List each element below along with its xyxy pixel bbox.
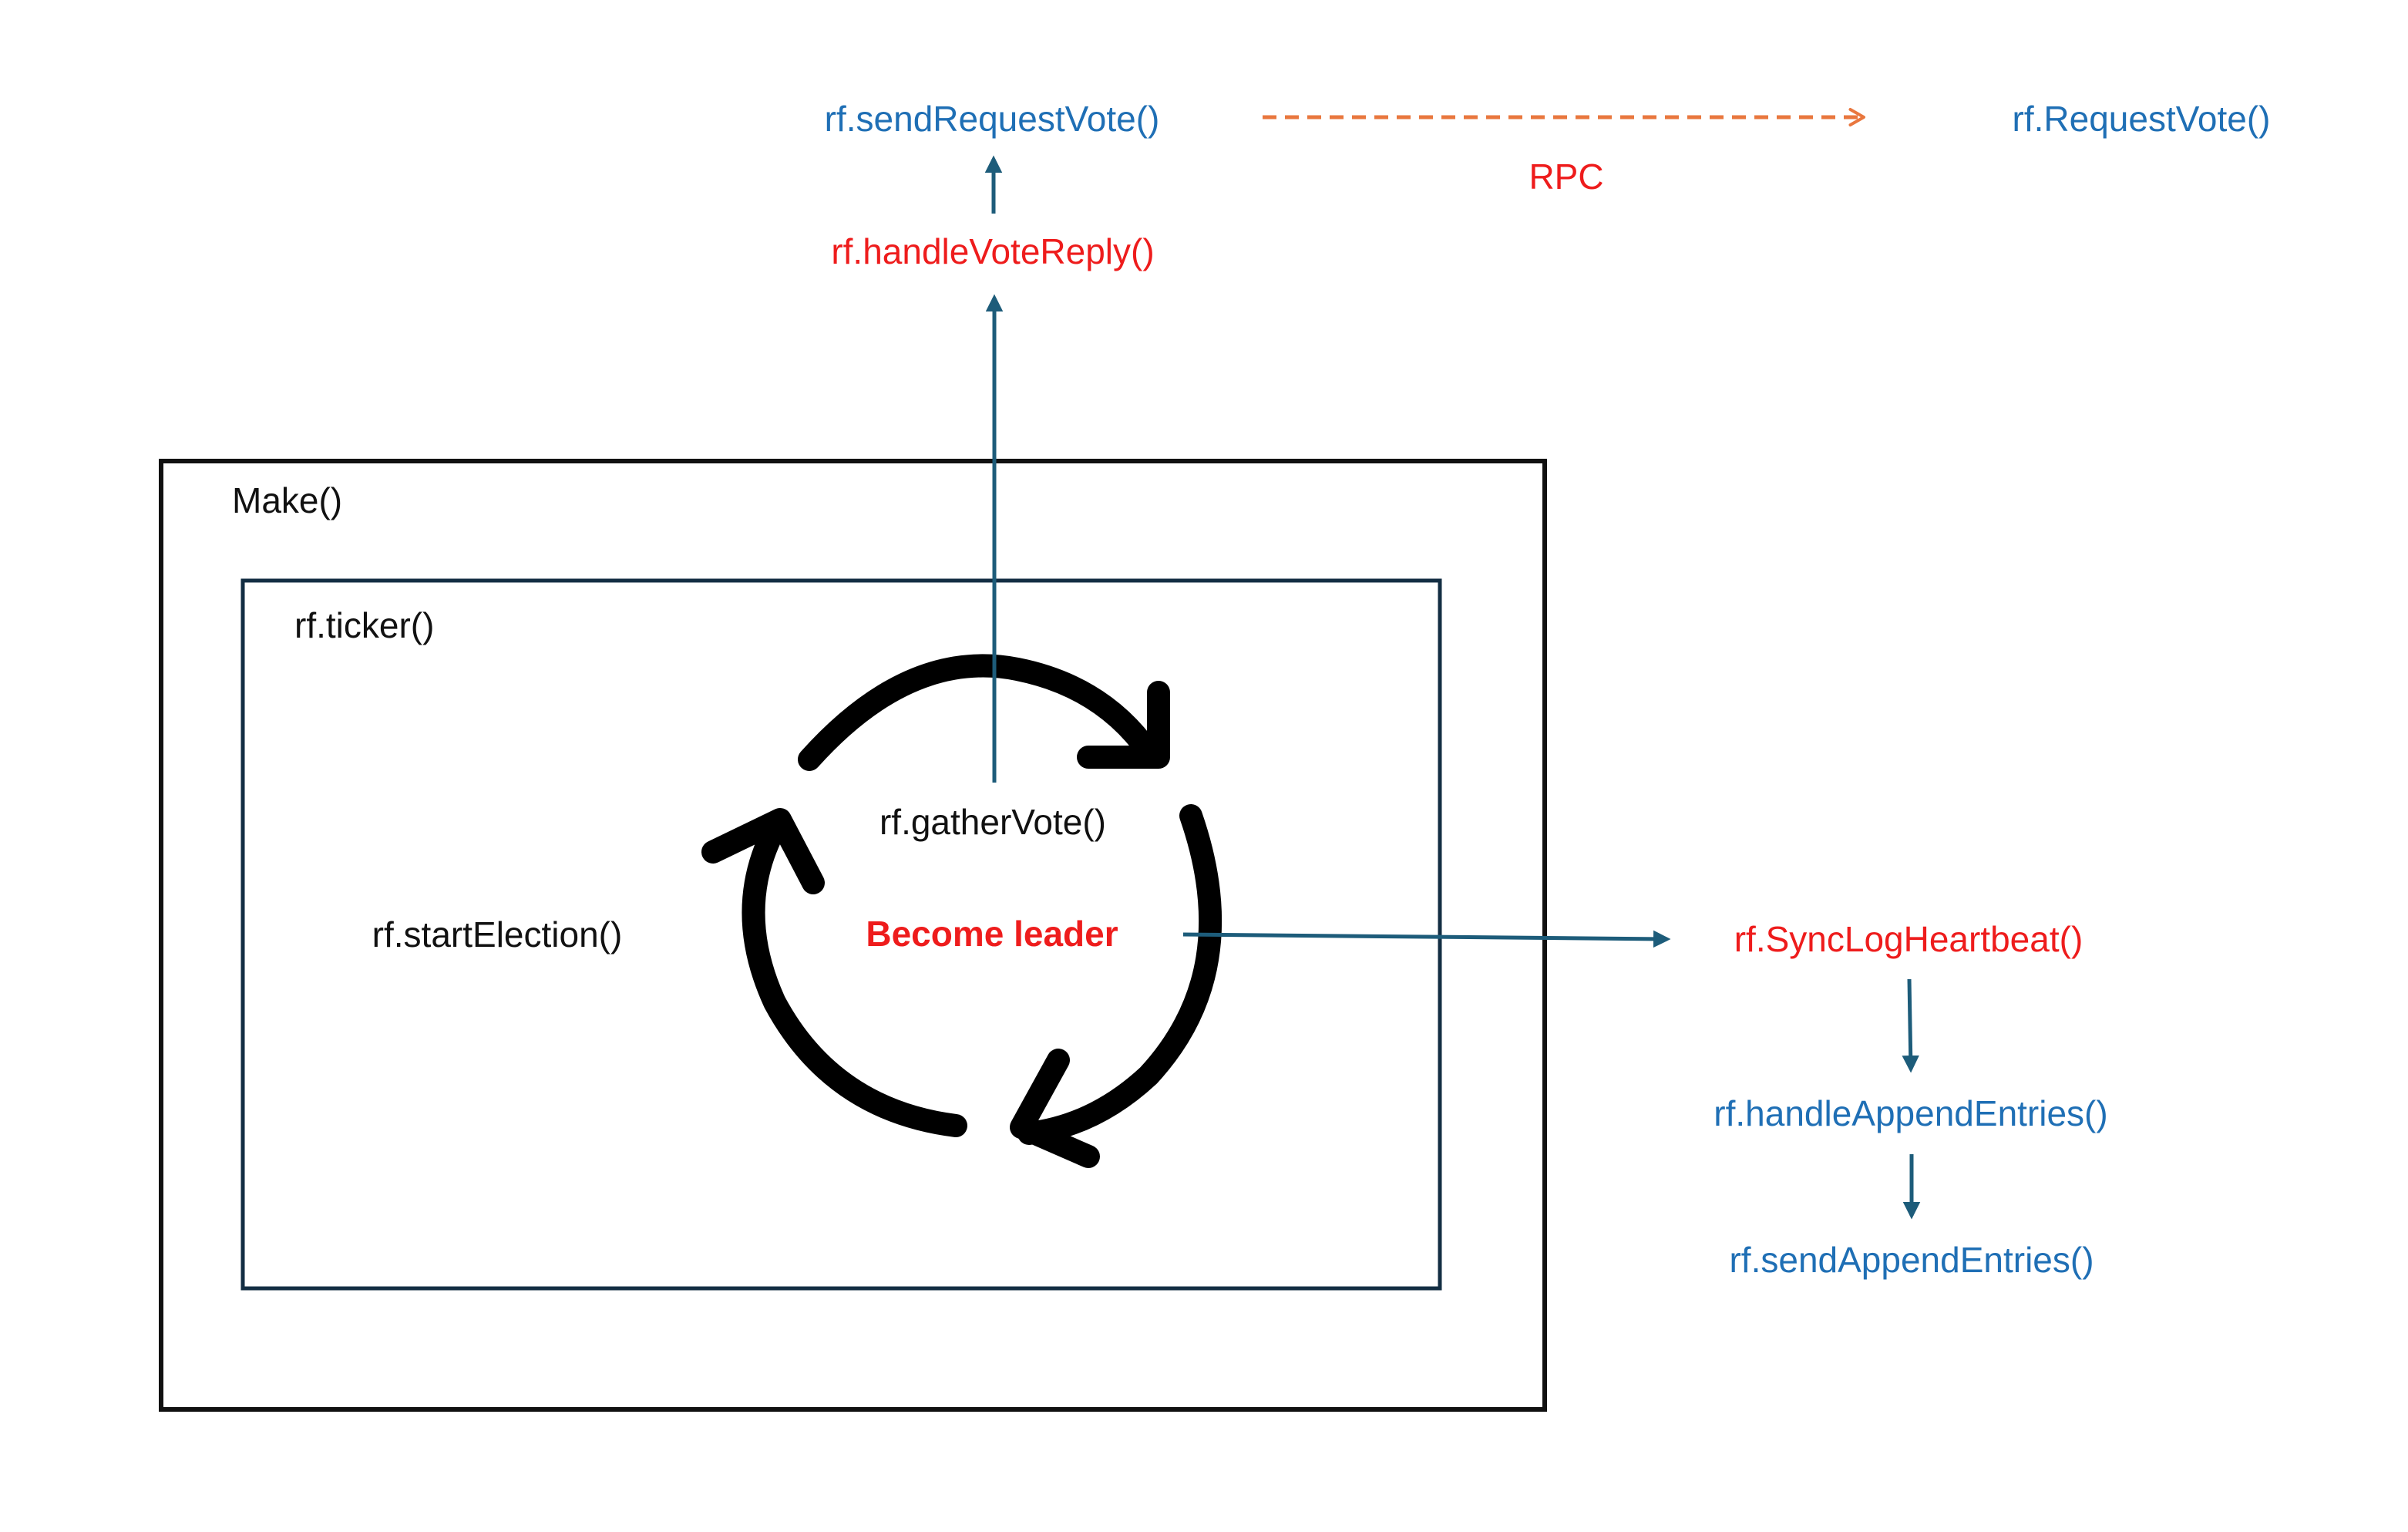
circular-cycle-arrows-icon [701, 654, 1222, 1168]
become-leader-label: Become leader [866, 914, 1118, 954]
handle-append-entries-label: rf.handleAppendEntries() [1714, 1093, 2107, 1133]
become-leader-to-sync-log-heartbeat-arrow [1182, 930, 1671, 948]
request-vote-label: rf.RequestVote() [2013, 99, 2271, 139]
handle-vote-reply-label: rf.handleVoteReply() [831, 231, 1154, 271]
make-label: Make() [232, 480, 342, 520]
sync-log-heartbeat-to-handle-append-entries-arrow [1902, 978, 1919, 1073]
send-append-entries-label: rf.sendAppendEntries() [1729, 1240, 2094, 1280]
sync-log-heartbeat-label: rf.SyncLogHeartbeat() [1734, 919, 2083, 959]
start-election-label: rf.startElection() [372, 914, 623, 955]
rpc-label: RPC [1529, 157, 1603, 197]
send-request-vote-label: rf.sendRequestVote() [825, 99, 1160, 139]
ticker-label: rf.ticker() [294, 605, 434, 645]
gather-vote-label: rf.gatherVote() [879, 802, 1106, 842]
make-box [159, 459, 1547, 1412]
ticker-box [240, 578, 1442, 1291]
